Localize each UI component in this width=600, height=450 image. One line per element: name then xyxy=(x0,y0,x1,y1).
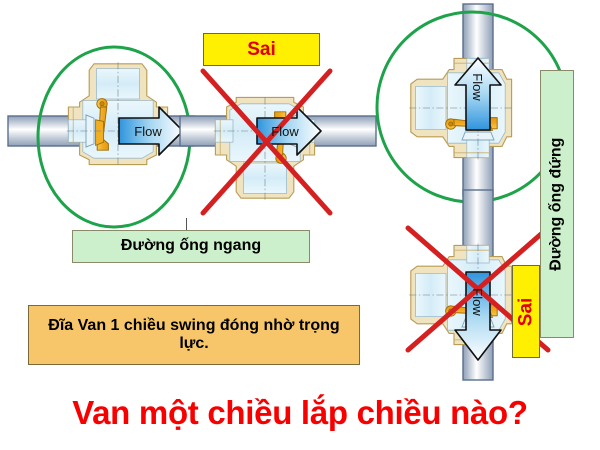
diagram-horizontal-wrong xyxy=(179,68,377,216)
label-wrong-right: Sai xyxy=(512,265,540,358)
flow-label-left-wrong: Flow xyxy=(263,122,307,140)
label-vertical-pipe: Đường ống đứng xyxy=(540,70,574,338)
label-gravity-note: Đĩa Van 1 chiều swing đóng nhờ trọng lực… xyxy=(28,305,360,365)
flow-label-right-correct: Flow xyxy=(469,66,487,108)
label-wrong-right-text: Sai xyxy=(515,297,537,326)
label-horizontal-pipe: Đường ống ngang xyxy=(72,230,310,263)
label-wrong-top: Sai xyxy=(203,33,320,66)
page-title-text: Van một chiều lắp chiều nào? xyxy=(72,393,528,431)
flow-label-left-correct-text: Flow xyxy=(134,123,162,139)
flow-label-right-wrong-text: Flow xyxy=(470,288,486,316)
label-connector-tick xyxy=(186,218,187,232)
page-title: Van một chiều lắp chiều nào? xyxy=(0,385,600,440)
flow-label-right-correct-text: Flow xyxy=(470,73,486,101)
diagram-horizontal-correct xyxy=(7,45,195,229)
label-vertical-pipe-text: Đường ống đứng xyxy=(547,137,565,271)
wrong-mark-red-cross-top xyxy=(200,68,333,216)
label-gravity-note-text: Đĩa Van 1 chiều swing đóng nhờ trọng lực… xyxy=(48,316,340,352)
label-horizontal-pipe-text: Đường ống ngang xyxy=(120,237,262,255)
flow-label-left-correct: Flow xyxy=(126,122,170,140)
flow-label-left-wrong-text: Flow xyxy=(271,123,299,139)
flow-arrow-left-correct xyxy=(118,106,184,156)
label-wrong-top-text: Sai xyxy=(247,38,276,60)
flow-arrow-right-correct xyxy=(454,57,502,131)
flow-label-right-wrong: Flow xyxy=(469,281,487,323)
